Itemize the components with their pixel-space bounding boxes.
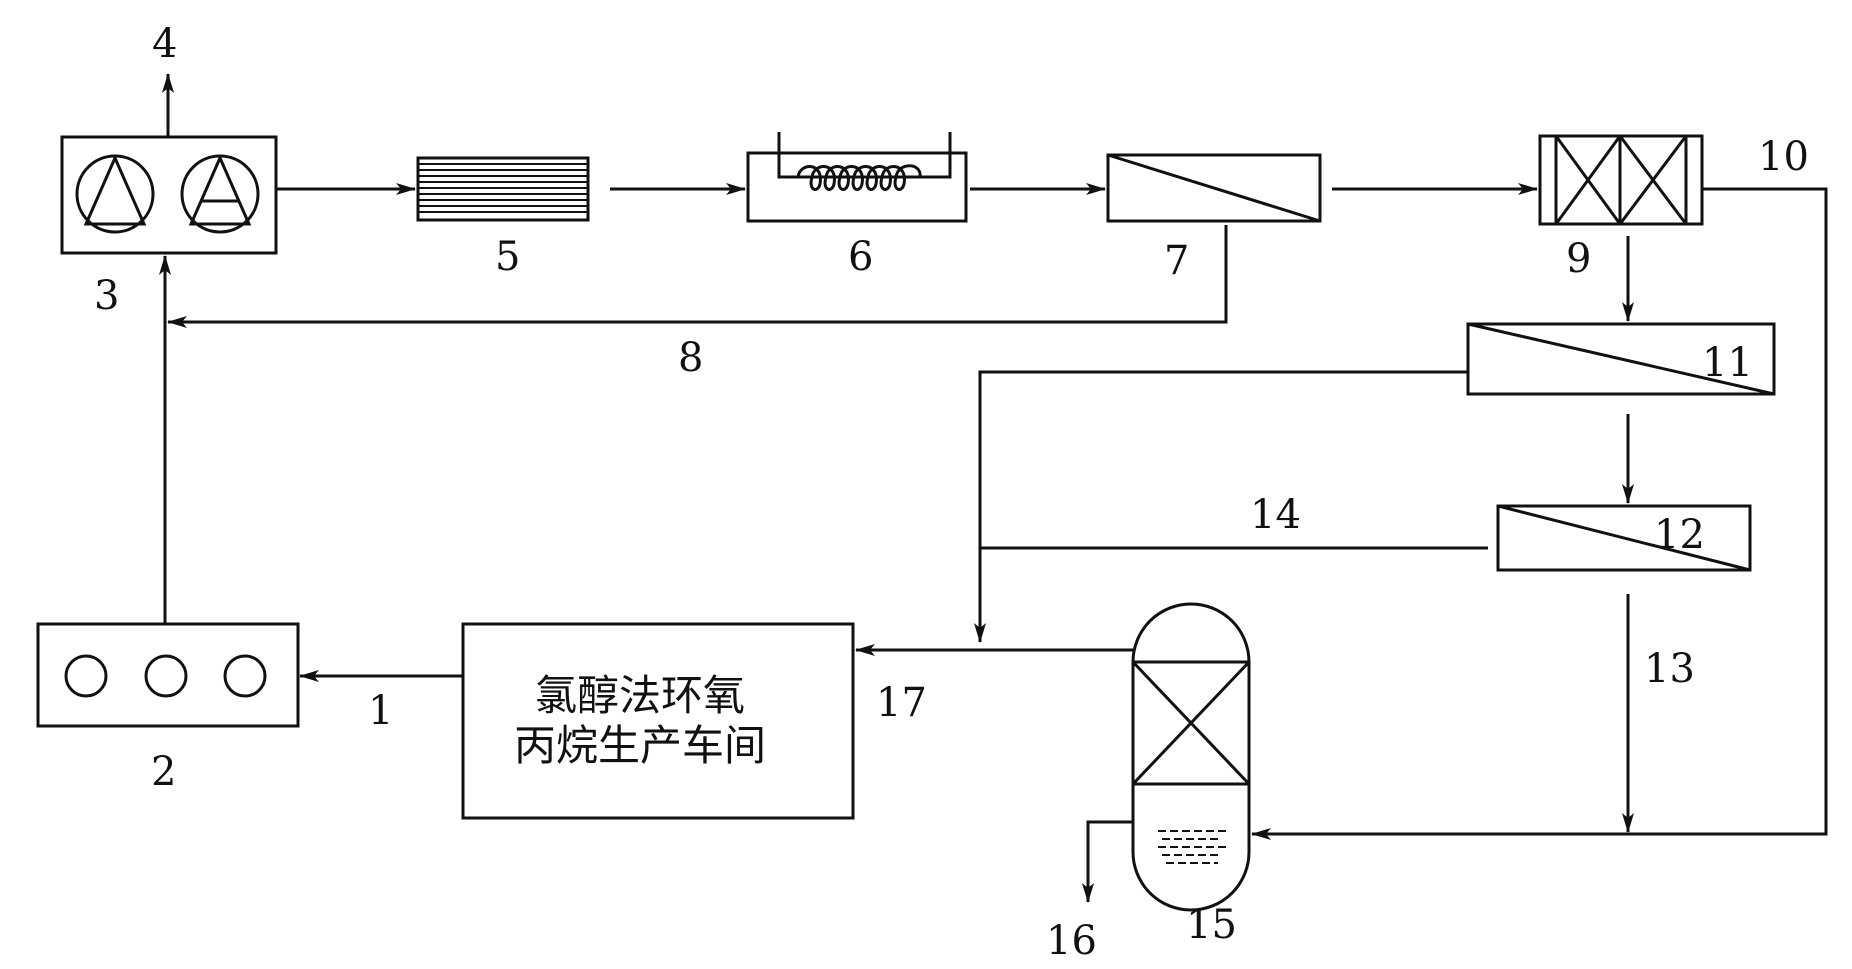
label-3: 3 (94, 273, 119, 319)
flow-16-drain (1082, 820, 1133, 903)
flow-8-recycle (167, 225, 1228, 328)
label-5: 5 (495, 234, 520, 280)
unit-6-heater (746, 132, 968, 223)
number-labels: 1 2 3 4 5 6 7 8 9 10 11 12 13 14 15 16 1… (94, 21, 1809, 964)
unit-11-separator (1466, 322, 1776, 396)
unit-15-vessel (1131, 602, 1251, 912)
unit-12-separator (1496, 504, 1752, 572)
label-12: 12 (1654, 512, 1705, 558)
unit-5-plate-stack (416, 156, 590, 222)
plant-box (461, 622, 855, 820)
label-1: 1 (368, 688, 393, 734)
plant-label-line1: 氯醇法环氧 (535, 671, 745, 720)
label-15: 15 (1186, 902, 1237, 948)
label-16: 16 (1046, 918, 1097, 964)
plant-label: 氯醇法环氧 丙烷生产车间 (514, 671, 766, 770)
unit-9-adsorber (1538, 134, 1704, 226)
plant-label-line2: 丙烷生产车间 (514, 721, 766, 770)
unit-2-blower-set (36, 622, 300, 728)
label-9: 9 (1566, 236, 1591, 282)
label-11: 11 (1702, 340, 1753, 386)
flow-11-out (974, 370, 1468, 643)
label-13: 13 (1644, 646, 1695, 692)
label-14: 14 (1250, 492, 1301, 538)
label-2: 2 (151, 749, 176, 795)
label-17: 17 (876, 680, 927, 726)
label-7: 7 (1164, 238, 1189, 284)
unit-7-separator (1106, 153, 1322, 223)
unit-3-compressor (60, 135, 278, 255)
label-6: 6 (848, 234, 873, 280)
label-4: 4 (152, 21, 177, 67)
label-10: 10 (1758, 134, 1809, 180)
flow-10 (1251, 187, 1828, 840)
label-8: 8 (678, 335, 703, 381)
flow-lines (159, 73, 1828, 903)
